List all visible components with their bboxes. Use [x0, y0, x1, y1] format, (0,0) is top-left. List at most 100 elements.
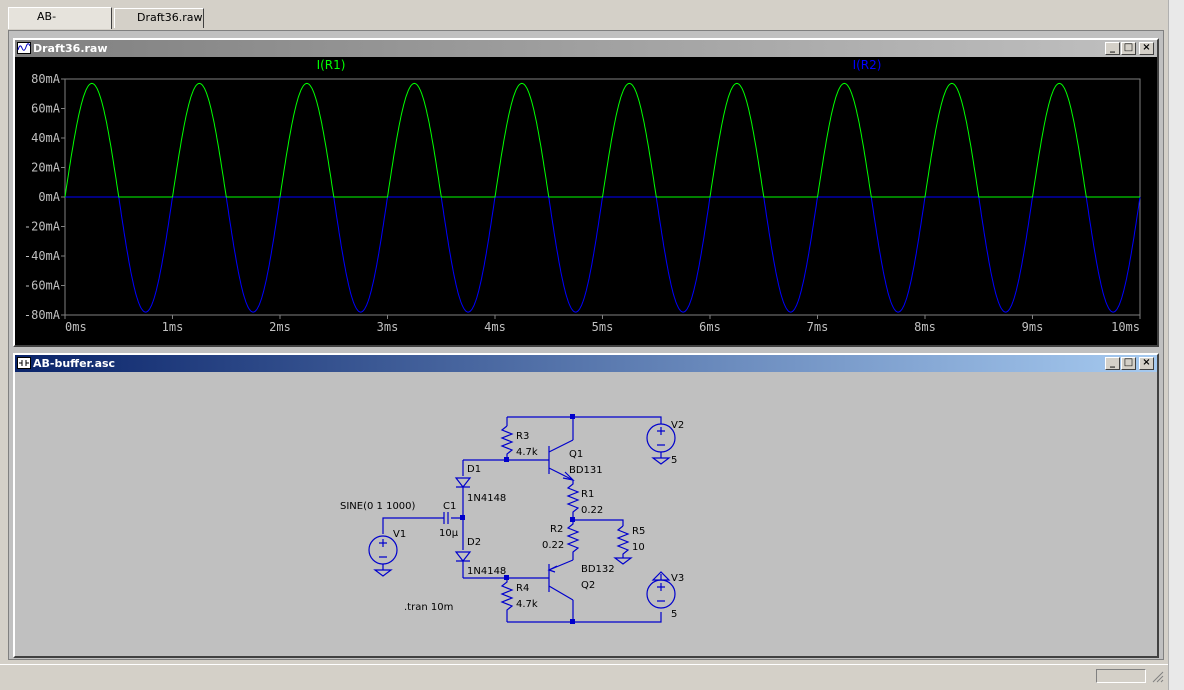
minimize-button[interactable]: _: [1105, 42, 1120, 55]
waveform-title: Draft36.raw: [33, 42, 108, 55]
x-tick-label: 9ms: [1022, 320, 1044, 334]
wire: [573, 519, 624, 526]
ground-v1: [373, 564, 393, 577]
diode-d2[interactable]: [454, 518, 472, 578]
y-tick-label: -20mA: [24, 220, 61, 234]
label-r4[interactable]: R4: [516, 583, 529, 594]
x-tick-label: 10ms: [1111, 320, 1140, 334]
resistor-r2[interactable]: [566, 520, 580, 560]
tab-ab-buffer[interactable]: AB-buffer.asc: [8, 7, 112, 41]
value-r5[interactable]: 10: [632, 542, 645, 553]
schematic-drawing[interactable]: R3 4.7k Q1 BD131 D1 1N4148 R1 0.22 SINE(…: [15, 372, 1157, 656]
minimize-button[interactable]: _: [1105, 357, 1120, 370]
v2-polarity: [657, 427, 665, 446]
label-q2[interactable]: Q2: [581, 580, 595, 591]
model-q2[interactable]: BD132: [581, 564, 615, 575]
transistor-q1[interactable]: [548, 439, 574, 481]
trace-i-r2: [65, 196, 1141, 313]
schematic-canvas[interactable]: R3 4.7k Q1 BD131 D1 1N4148 R1 0.22 SINE(…: [15, 372, 1157, 656]
y-tick-label: 60mA: [31, 102, 61, 116]
waveform-window[interactable]: Draft36.raw _ □ × I(R1) I(R2) 80mA 60mA 40…: [13, 38, 1159, 347]
waveform-plot-pane[interactable]: I(R1) I(R2) 80mA 60mA 40mA 20mA 0mA -20mA -40m…: [15, 57, 1157, 345]
schematic-title: AB-buffer.asc: [33, 357, 116, 370]
resistor-r4[interactable]: [500, 578, 514, 622]
label-r3[interactable]: R3: [516, 431, 529, 442]
right-edge-strip: [1168, 0, 1184, 690]
label-r2[interactable]: R2: [550, 524, 563, 535]
junction-dot: [504, 575, 509, 580]
x-tick-label: 0ms: [65, 320, 87, 334]
model-d1[interactable]: 1N4148: [467, 493, 506, 504]
y-tick-label: -40mA: [24, 249, 61, 263]
value-r4[interactable]: 4.7k: [516, 599, 538, 610]
spice-directive[interactable]: .tran 10m: [404, 602, 453, 613]
label-d1[interactable]: D1: [467, 464, 481, 475]
document-tab-strip: AB-buffer.asc Draft36.raw: [0, 0, 1168, 41]
label-d2[interactable]: D2: [467, 537, 481, 548]
maximize-button[interactable]: □: [1121, 42, 1136, 55]
x-tick-label: 1ms: [162, 320, 184, 334]
junction-dot: [570, 619, 575, 624]
junction-dot: [460, 515, 465, 520]
value-c1[interactable]: 10µ: [439, 528, 459, 539]
status-field: [1096, 669, 1146, 683]
tab-draft36[interactable]: Draft36.raw: [114, 8, 204, 28]
x-tick-label: 3ms: [377, 320, 399, 334]
x-tick-label: 7ms: [807, 320, 829, 334]
close-button[interactable]: ×: [1139, 357, 1154, 370]
y-tick-label: 40mA: [31, 131, 61, 145]
model-q1[interactable]: BD131: [569, 465, 603, 476]
resize-grip-icon[interactable]: [1152, 671, 1164, 683]
value-v2[interactable]: 5: [671, 455, 677, 466]
ground-r5: [613, 557, 633, 565]
wire-top-rail: [507, 416, 662, 424]
label-c1[interactable]: C1: [443, 501, 456, 512]
label-v1[interactable]: V1: [393, 529, 406, 540]
status-bar: [0, 664, 1168, 689]
trace-label-i-r2[interactable]: I(R2): [853, 58, 882, 72]
x-tick-label: 5ms: [592, 320, 614, 334]
junction-dot: [504, 457, 509, 462]
diode-d1[interactable]: [454, 460, 472, 518]
x-tick-label: 4ms: [484, 320, 506, 334]
capacitor-c1[interactable]: [382, 512, 463, 534]
x-tick-label: 6ms: [699, 320, 721, 334]
junction-dot: [570, 517, 575, 522]
junction-dot: [570, 414, 575, 419]
v1-polarity: [379, 539, 387, 558]
label-v2[interactable]: V2: [671, 420, 684, 431]
value-r2[interactable]: 0.22: [542, 540, 564, 551]
model-d2[interactable]: 1N4148: [467, 566, 506, 577]
transistor-q2[interactable]: [548, 559, 574, 601]
value-r1[interactable]: 0.22: [581, 505, 603, 516]
y-tick-label: 0mA: [38, 190, 60, 204]
label-q1[interactable]: Q1: [569, 449, 583, 460]
schematic-titlebar[interactable]: AB-buffer.asc _ □ ×: [15, 355, 1157, 372]
close-button[interactable]: ×: [1139, 42, 1154, 55]
resistor-r1[interactable]: [566, 480, 580, 520]
trace-label-i-r1[interactable]: I(R1): [317, 58, 346, 72]
y-tick-label: 20mA: [31, 161, 61, 175]
x-tick-label: 8ms: [914, 320, 936, 334]
schematic-icon: [17, 357, 31, 369]
y-tick-label: -60mA: [24, 279, 61, 293]
waveform-plot[interactable]: I(R1) I(R2) 80mA 60mA 40mA 20mA 0mA -20mA -40m…: [15, 57, 1157, 345]
wire-bottom-rail: [507, 612, 662, 623]
label-r5[interactable]: R5: [632, 526, 645, 537]
label-v3[interactable]: V3: [671, 573, 684, 584]
schematic-window[interactable]: AB-buffer.asc _ □ ×: [13, 353, 1159, 658]
q2-emitter-arrow: [547, 565, 558, 573]
source-expression[interactable]: SINE(0 1 1000): [340, 501, 416, 512]
tab-label: Draft36.raw: [137, 11, 203, 24]
maximize-button[interactable]: □: [1121, 357, 1136, 370]
y-tick-label: 80mA: [31, 72, 61, 86]
value-v3[interactable]: 5: [671, 609, 677, 620]
waveform-icon: [17, 42, 31, 54]
resistor-r5[interactable]: [616, 525, 630, 558]
y-tick-label: -80mA: [24, 308, 61, 322]
waveform-titlebar[interactable]: Draft36.raw _ □ ×: [15, 40, 1157, 57]
label-r1[interactable]: R1: [581, 489, 594, 500]
resistor-r3[interactable]: [500, 425, 514, 460]
value-r3[interactable]: 4.7k: [516, 447, 538, 458]
x-tick-label: 2ms: [269, 320, 291, 334]
